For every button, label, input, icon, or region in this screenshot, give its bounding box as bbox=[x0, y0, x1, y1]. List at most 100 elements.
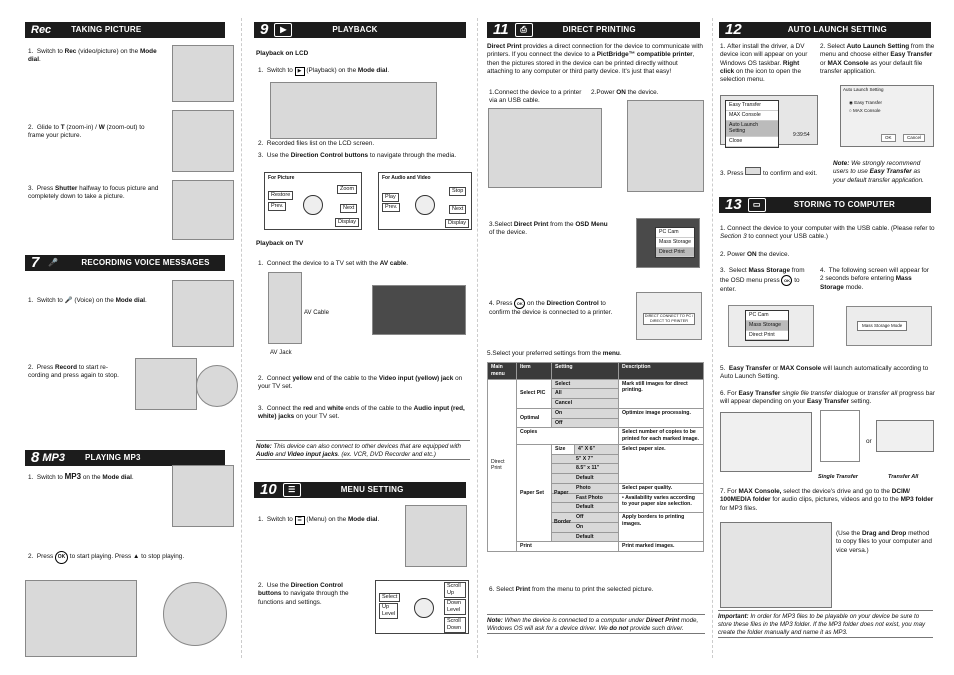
osd-item-direct-print: Direct Print bbox=[746, 331, 788, 341]
mass-storage-mode-screen: Mass Storage Mode bbox=[846, 306, 932, 346]
printer-connection-image bbox=[488, 108, 602, 188]
camera-av-port-image bbox=[268, 272, 302, 344]
section-number: 10 bbox=[260, 481, 277, 499]
single-transfer-caption: Single Transfer bbox=[818, 474, 858, 480]
print-step-3: 3.Select Direct Print from the OSD Menu … bbox=[489, 221, 608, 237]
table-cell: Select number of copies to be printed fo… bbox=[618, 427, 704, 445]
direct-print-note: Note: When the device is connected to a … bbox=[487, 614, 705, 635]
table-cell: Default bbox=[551, 473, 619, 484]
step-3: 3. Use the Direction Control buttons to … bbox=[258, 152, 457, 159]
print-step-2: 2.Power ON the device. bbox=[591, 89, 659, 96]
step-2: 2. Press Record to start re-cording and … bbox=[28, 364, 119, 380]
table-cell: Paper Set bbox=[516, 443, 552, 543]
table-cell: Direct Print bbox=[487, 378, 517, 552]
direct-print-intro: Direct Print provides a direct connectio… bbox=[487, 43, 703, 75]
table-row: Direct Print Select PIC Select Mark stil… bbox=[487, 378, 704, 552]
down-level-label: Down Level bbox=[444, 599, 466, 616]
menu-list-icon: ☰ bbox=[294, 516, 305, 525]
osd-item-mass-storage: Mass Storage bbox=[746, 320, 788, 331]
section-header-playing-mp3: 8 MP3 PLAYING MP3 bbox=[25, 449, 225, 466]
step-2: 2. Press OK to start playing. Press ▲ to… bbox=[28, 551, 238, 564]
tv-step-1: 1. Connect the device to a TV set with t… bbox=[258, 260, 409, 267]
table-cell: Default bbox=[551, 531, 619, 543]
print-step-5: 5.Select your preferred settings from th… bbox=[487, 350, 622, 357]
section-header-playback: 9 ▶ PLAYBACK bbox=[254, 21, 466, 38]
option-easy-transfer[interactable]: ◉ Easy Transfer bbox=[849, 100, 882, 105]
section-number: 13 bbox=[725, 196, 742, 214]
step-5: 5. Easy Transfer or MAX Console will lau… bbox=[720, 365, 929, 381]
section-header-direct-printing: 11 ⎙ DIRECT PRINTING bbox=[487, 21, 700, 38]
auto-launch-note: Note: We strongly recommend users to use… bbox=[833, 160, 924, 184]
menu-item-easy-transfer[interactable]: Easy Transfer bbox=[726, 101, 778, 111]
cancel-button[interactable]: Cancel bbox=[903, 134, 926, 142]
camera-mode-dial-image bbox=[172, 45, 234, 102]
section-header-storing: 13 ▭ STORING TO COMPUTER bbox=[719, 196, 931, 214]
prev-label: Prev. bbox=[268, 202, 287, 212]
ok-button-icon: OK bbox=[514, 298, 526, 309]
table-cell: Select paper size. bbox=[618, 443, 704, 484]
direction-pad-icon bbox=[414, 598, 434, 618]
table-row: Optimal On Optimize image processing. bbox=[488, 407, 704, 429]
display-label: Display bbox=[335, 218, 360, 228]
print-step-6: 6. Select Print from the menu to print t… bbox=[489, 586, 654, 593]
diagram-title: For Audio and Video bbox=[382, 175, 431, 181]
audio-video-controls-diagram: For Audio and Video Play Stop Prev. Next… bbox=[378, 172, 472, 230]
play-icon: ▶ bbox=[294, 67, 305, 76]
table-cell: Print marked images. bbox=[618, 541, 704, 552]
scroll-up-label: Scroll Up bbox=[444, 582, 466, 599]
table-cell: Optimal bbox=[516, 407, 552, 429]
table-cell: Off bbox=[551, 417, 619, 429]
transfer-all-window bbox=[876, 420, 934, 452]
table-row: Fast Photo• Availability varies accordin… bbox=[488, 492, 704, 513]
table-cell: Cancel bbox=[551, 398, 619, 409]
table-cell: Print bbox=[516, 541, 619, 552]
print-step-4: 4. Press OK on the Direction Control to … bbox=[489, 298, 613, 316]
single-transfer-preview bbox=[820, 410, 860, 462]
computer-icon: ▭ bbox=[747, 198, 766, 212]
step-2: 2. Power ON the device. bbox=[720, 251, 790, 258]
display-label: Display bbox=[445, 219, 470, 229]
printer-icon: ⎙ bbox=[514, 23, 533, 37]
prev-label: Prev. bbox=[382, 203, 401, 213]
menu-item-close[interactable]: Close bbox=[726, 137, 778, 147]
option-max-console[interactable]: ○ MAX Console bbox=[849, 108, 881, 113]
step-3: 3. Select Mass Storage from the OSD menu… bbox=[720, 267, 805, 294]
ok-button-icon: OK bbox=[781, 275, 793, 287]
section-title: DIRECT PRINTING bbox=[562, 24, 636, 34]
context-menu: Easy Transfer MAX Console Auto Launch Se… bbox=[725, 100, 779, 148]
direction-pad-icon bbox=[415, 195, 435, 215]
table-cell: Select PIC bbox=[516, 378, 552, 409]
step-3: 3. Press to confirm and exit. bbox=[720, 167, 817, 178]
mp3-icon: MP3 bbox=[42, 451, 65, 464]
table-header: Main menu bbox=[487, 362, 517, 380]
camera-zoom-image bbox=[172, 110, 234, 172]
step-1: 1. Connect the device to your computer w… bbox=[720, 225, 935, 241]
camera-menu-dial-image bbox=[405, 505, 467, 567]
step-7: 7. For MAX Console, select the device's … bbox=[720, 488, 934, 512]
section-title: MENU SETTING bbox=[340, 484, 404, 494]
section-title: TAKING PICTURE bbox=[71, 24, 142, 34]
step-2: 2. Recorded files list on the LCD screen… bbox=[258, 140, 375, 147]
easy-transfer-window bbox=[720, 412, 812, 472]
microphone-icon: 🎤 bbox=[48, 257, 59, 267]
section-header-taking-picture: Rec TAKING PICTURE bbox=[25, 22, 225, 38]
table-cell: Apply borders to printing images. bbox=[618, 511, 704, 543]
lcd-message: DIRECT CONNECT TO PC / DIRECT TO PRINTER bbox=[643, 313, 695, 325]
table-cell: Select paper quality. bbox=[618, 482, 704, 494]
menu-item-auto-launch[interactable]: Auto Launch Setting bbox=[726, 120, 778, 137]
taskbar-clock: 9:39:54 bbox=[793, 132, 810, 138]
ok-button[interactable]: OK bbox=[881, 134, 896, 142]
table-row: Print Print marked images. bbox=[488, 541, 704, 552]
direction-pad-icon bbox=[303, 195, 323, 215]
av-cable-label: AV Cable bbox=[304, 310, 329, 316]
diagram-title: For Picture bbox=[268, 175, 295, 181]
menu-item-max-console[interactable]: MAX Console bbox=[726, 111, 778, 121]
section-number: 7 bbox=[31, 254, 40, 272]
menu-list-icon: ☰ bbox=[282, 483, 301, 497]
